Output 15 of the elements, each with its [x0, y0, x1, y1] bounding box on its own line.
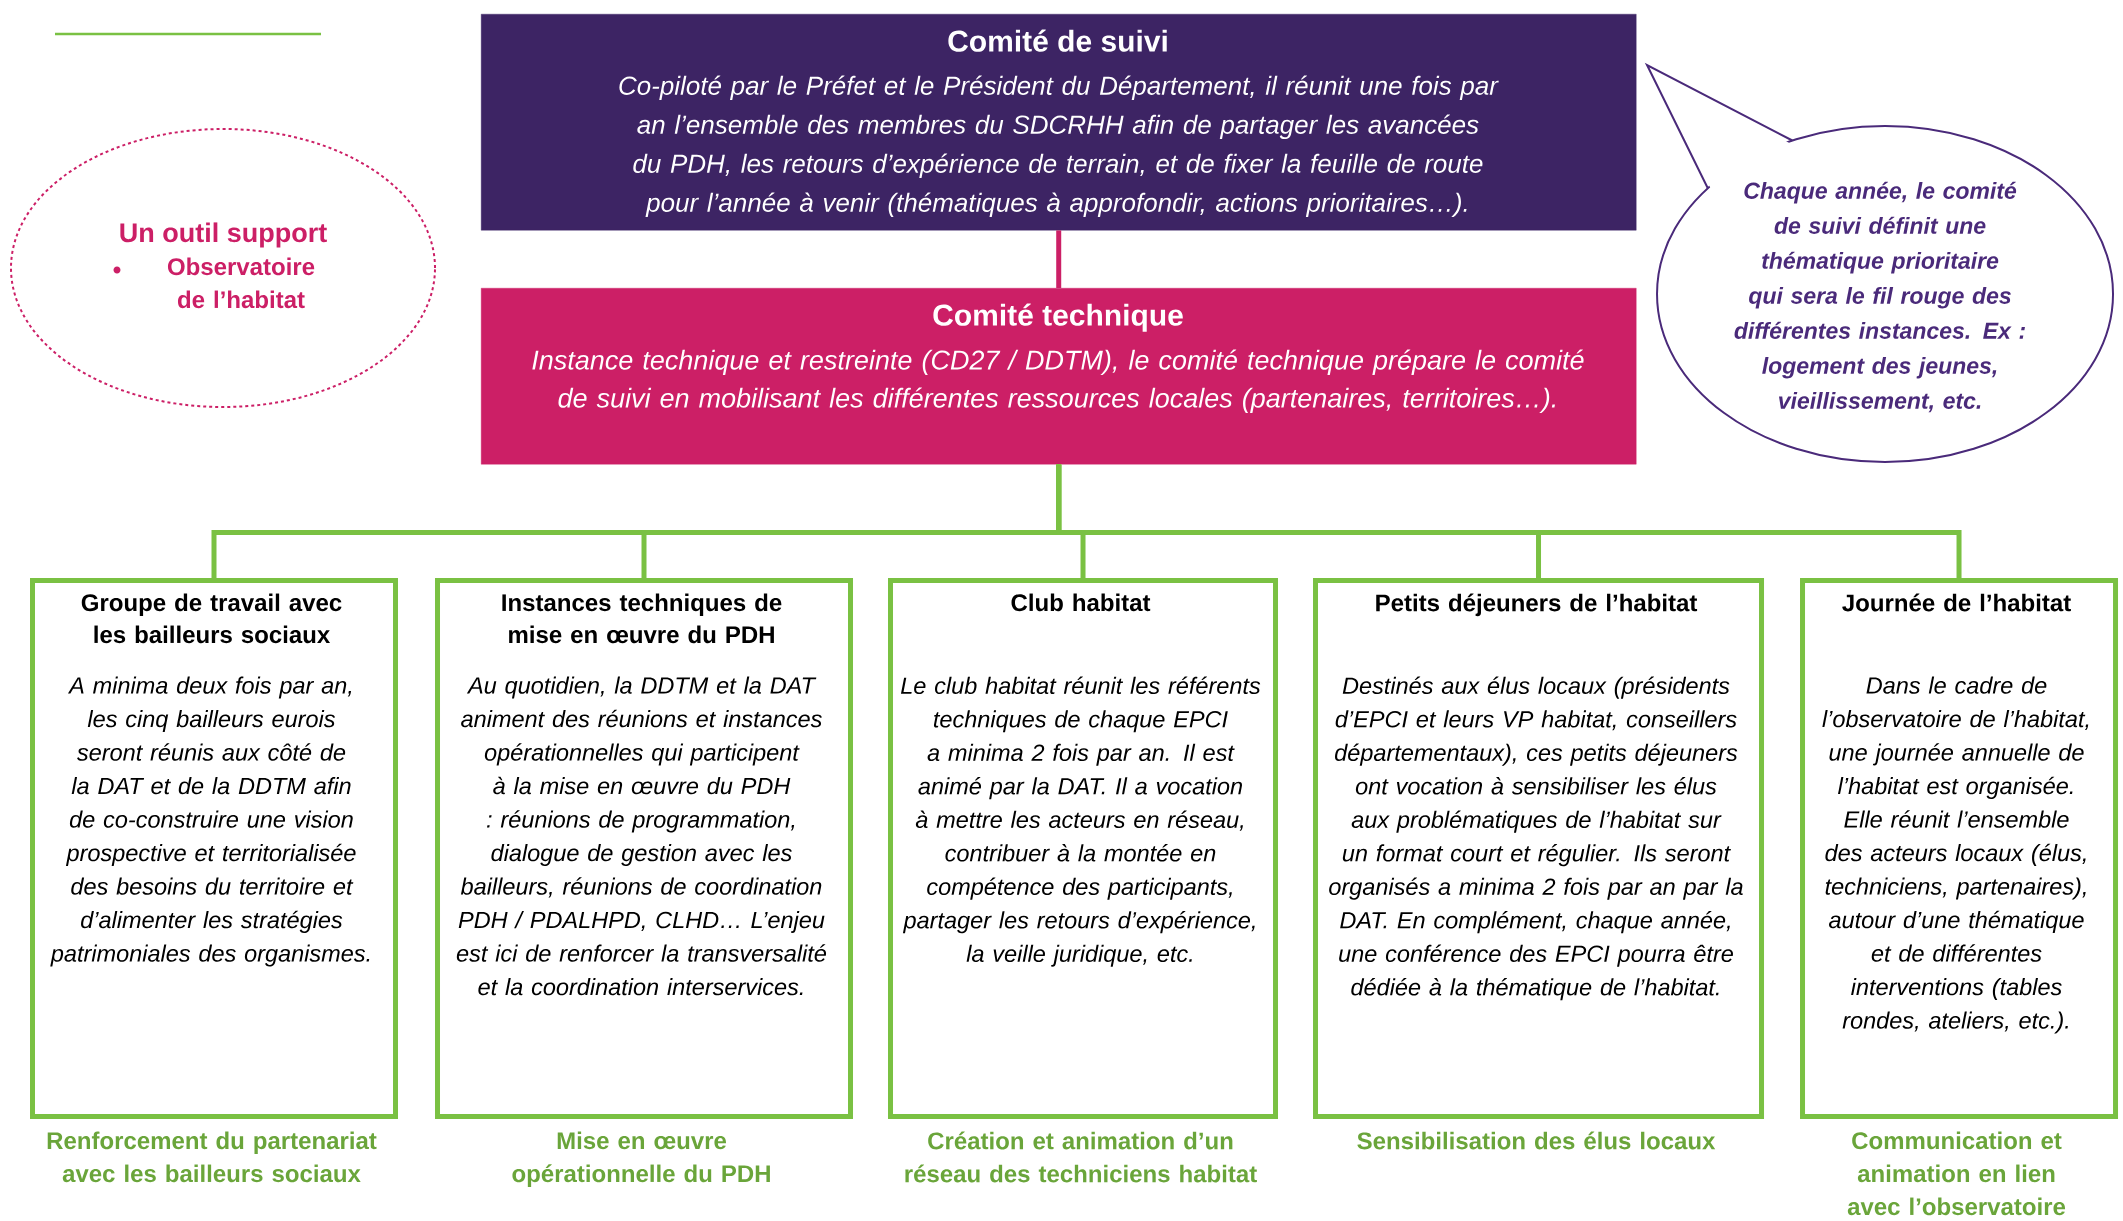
box-caption: Sensibilisation des élus locaux — [1357, 1131, 1716, 1150]
activity-box: Petits déjeuners de l’habitat Destinés aux élus locaux (présidents d’EPCI et leurs VP habitat, conseillers départementaux), ces petits déjeuners ont vocation à sensibiliser les élus aux problématiques de l’habitat sur un format court et régulier. Ils seront organisés a minima 2 fois par an par la DAT. En complément, chaque année, une conférence des EPCI pourra être dédiée à la thématique de l’habitat. — [1313, 578, 1764, 1119]
box-caption: Communication et animation en lien avec l’observatoire — [1847, 1131, 2066, 1216]
activity-box: Club habitat Le club habitat réunit les référents techniques de chaque EPCI a minima 2 fois par an. Il est animé par la DAT. Il a vocation à mettre les acteurs en réseau, contribuer à la montée en compétence des participants, partager les retours d’expérience, la veille juridique, etc. — [888, 578, 1278, 1119]
activity-box: Instances techniques de mise en œuvre du PDH Au quotidien, la DDTM et la DAT animent des réunions et instances opérationnelles qui participent à la mise en œuvre du PDH : réunions de programmation, dialogue de gestion avec les bailleurs, réunions de coordination PDH / PDALHPD, CLHD… L’enjeu est ici de renforcer la transversalité et la coordination interservices. — [435, 578, 853, 1119]
connector-line — [1056, 464, 1962, 578]
activity-box: Journée de l’habitat Dans le cadre de l’observatoire de l’habitat, une journée annuelle de l’habitat est organisée. Elle réunit l’ensemble des acteurs locaux (élus, techniciens, partenaires), autour d’une thématique et de différentes interventions (tables rondes, ateliers, etc.). — [1800, 578, 2119, 1119]
connector-line — [1056, 230, 1062, 288]
committee-box: Comité de suivi Co-piloté par le Préfet et le Président du Département, il réunit une fois par an l’ensemble des membres du SDCRHH afin de partager les avancées du PDH, les retours d’expérience de terrain, et de fixer la feuille de route pour l’année à venir (thématiques à approfondir, actions prioritaires…). — [481, 14, 1637, 231]
box-caption: Création et animation d’un réseau des techniciens habitat — [905, 1131, 1257, 1183]
box-caption: Mise en œuvre opérationnelle du PDH — [512, 1131, 770, 1187]
committee-box: Comité technique Instance technique et restreinte (CD27 / DDTM), le comité technique prépare le comité de suivi en mobilisant les différentes ressources locales (partenaires, territoires…). — [481, 288, 1637, 465]
speech-bubble: Chaque année, le comité de suivi définit une thématique prioritaire qui sera le fil rouge des différentes instances. Ex : logement des jeunes, vieillissement, etc. — [1644, 62, 2114, 463]
activity-box: Groupe de travail avec les bailleurs sociaux A minima deux fois par an, les cinq bailleurs eurois seront réunis aux côté de la DAT et de la DDTM afin de co-construire une vision prospective et territorialisée des besoins du territoire et d’alimenter les stratégies patrimoniales des organismes. — [30, 578, 398, 1119]
box-caption: Renforcement du partenariat avec les bailleurs sociaux — [47, 1131, 377, 1183]
